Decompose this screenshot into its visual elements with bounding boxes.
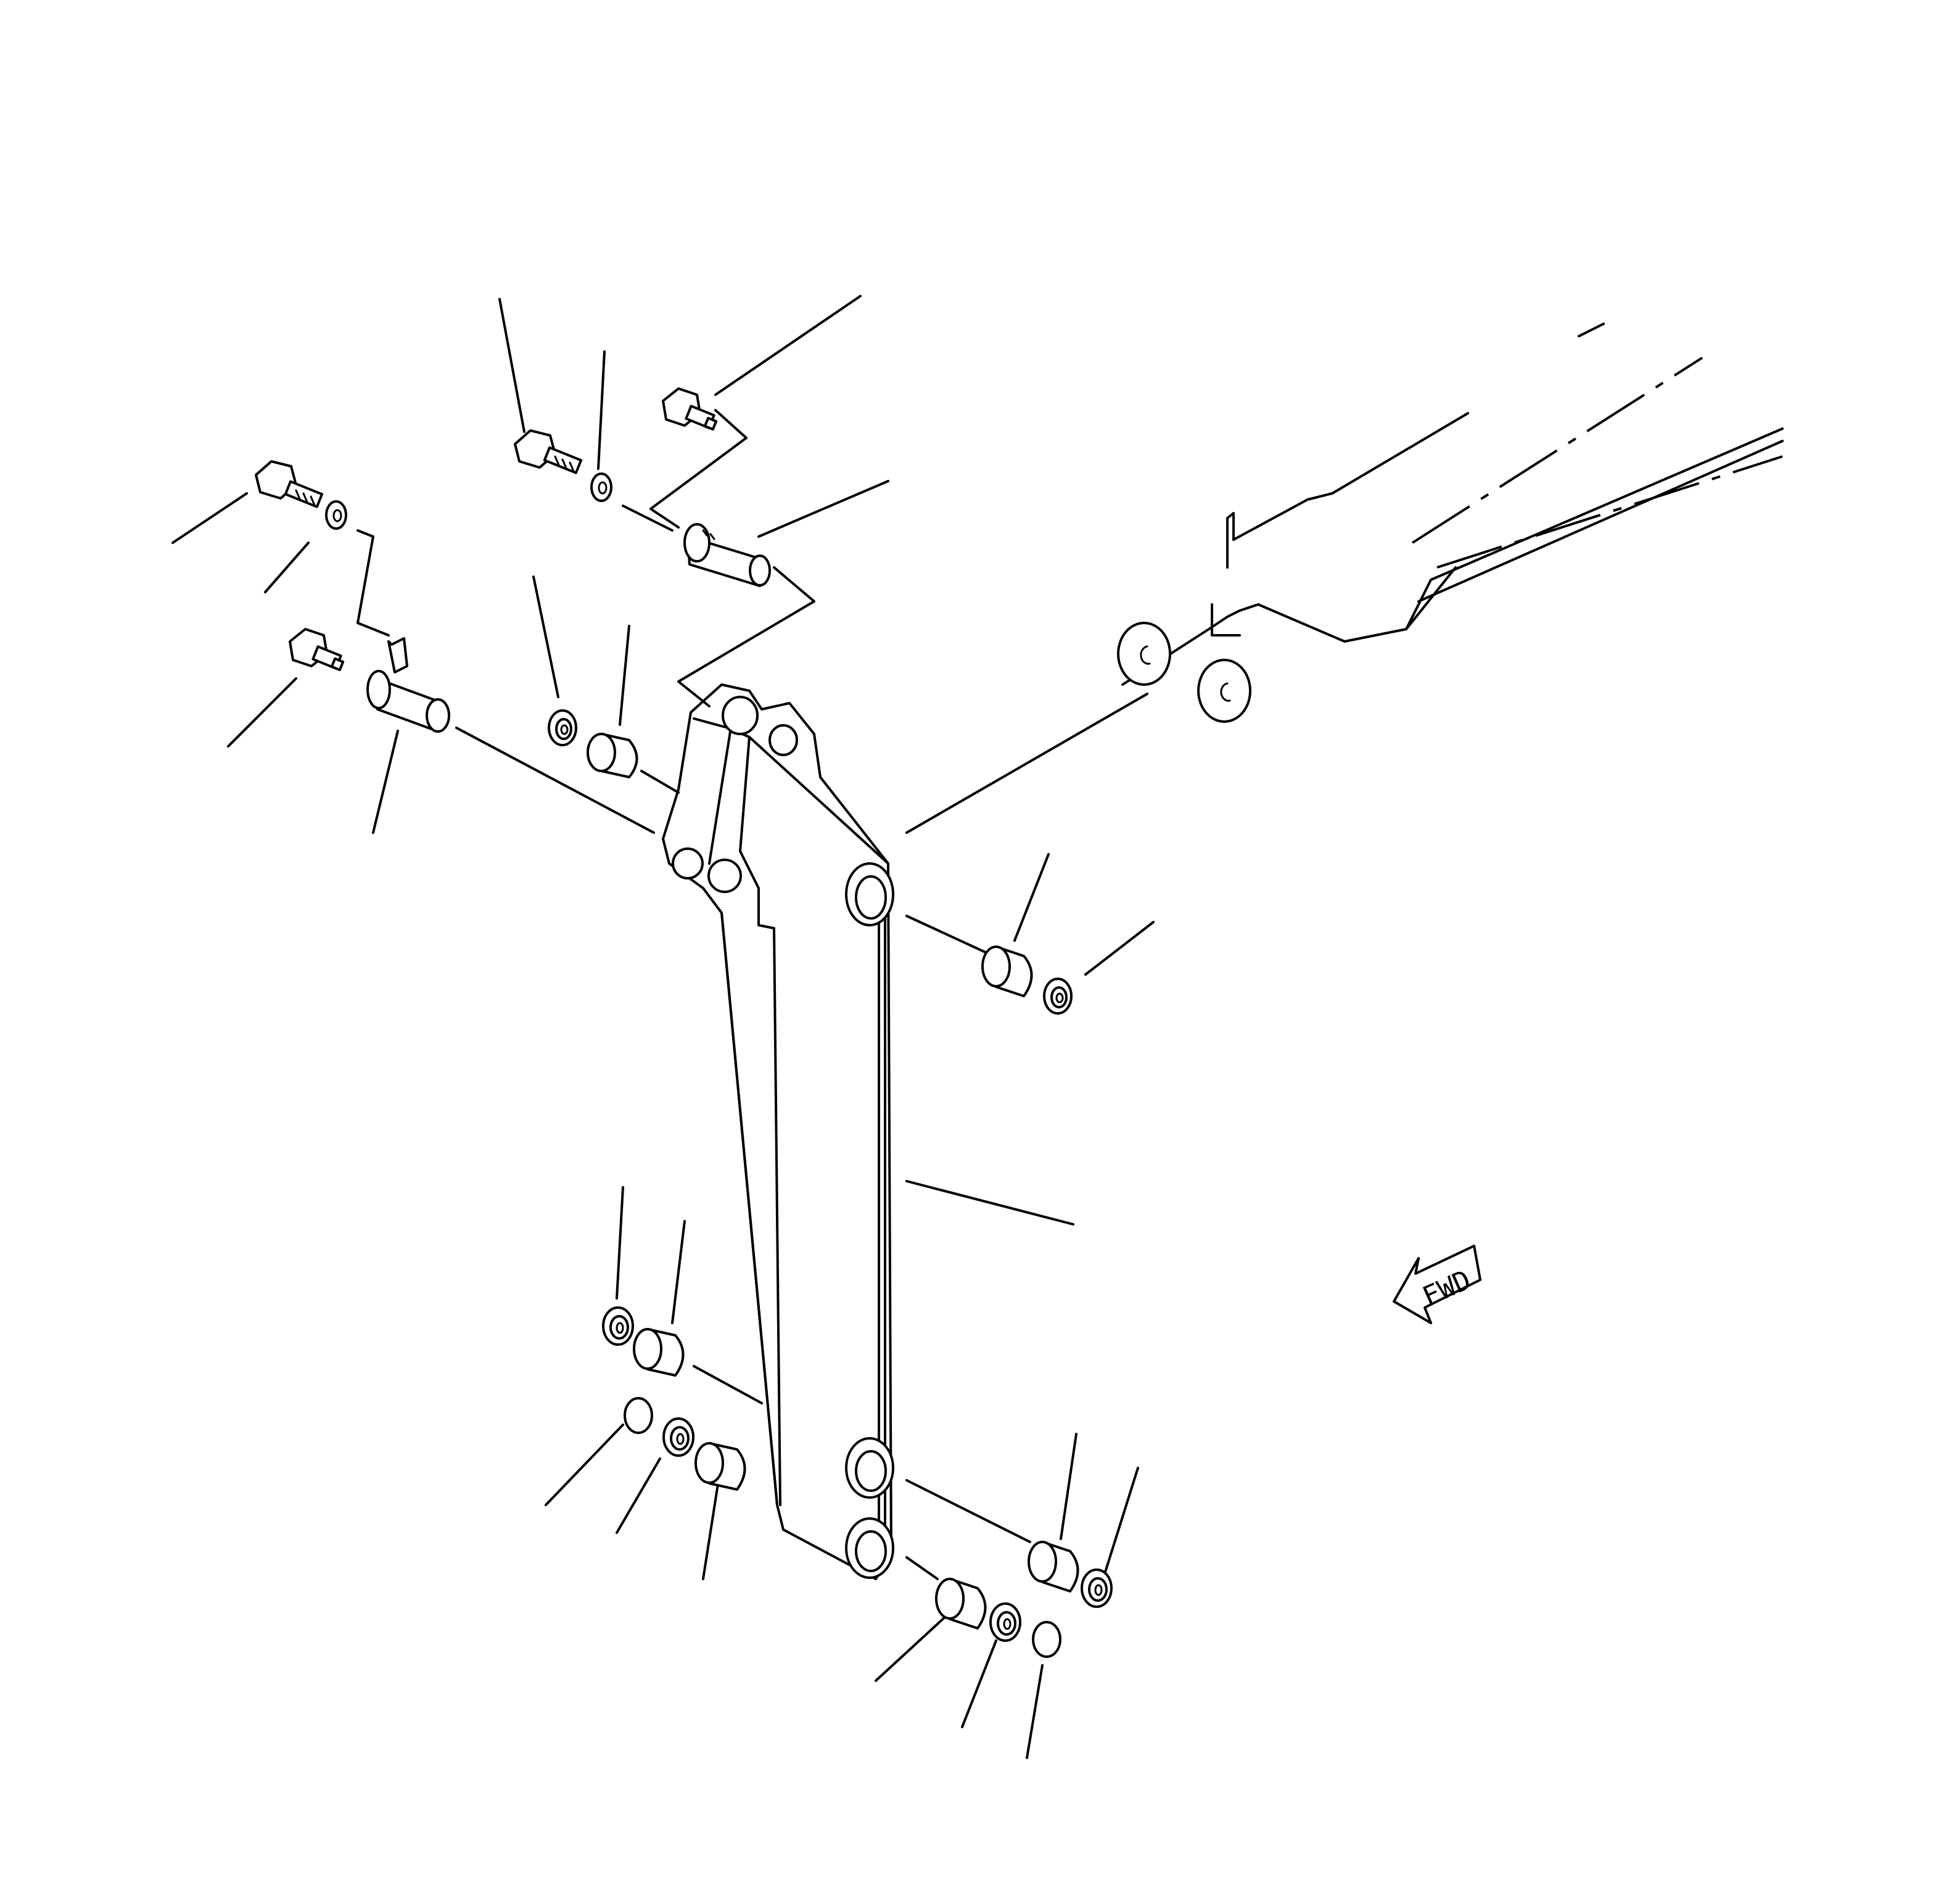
bolt-left bbox=[255, 460, 324, 508]
bushing-lower-right-2 bbox=[935, 1578, 987, 1630]
bolt-top bbox=[514, 429, 583, 474]
boom-assembly bbox=[1117, 323, 1784, 723]
grease-fitting-left bbox=[289, 628, 345, 672]
bushing-lower-right-1 bbox=[1028, 1541, 1079, 1593]
dust-seal-lower-right-2 bbox=[989, 1602, 1021, 1642]
dust-seal-right-middle bbox=[1043, 978, 1073, 1015]
forward-arrow-icon: FWD bbox=[1393, 1245, 1481, 1324]
grease-fitting-top bbox=[662, 387, 718, 431]
washer-top-hole bbox=[598, 481, 608, 495]
bushing-lower-left-2 bbox=[694, 1442, 746, 1491]
washer-top bbox=[590, 472, 612, 502]
bushing-right-middle bbox=[981, 946, 1033, 997]
pin-left bbox=[366, 637, 450, 733]
dust-seal-upper-left bbox=[548, 709, 577, 746]
pin-top bbox=[683, 523, 771, 587]
dust-seal-lower-left-2 bbox=[662, 1417, 694, 1457]
dust-seal-lower-right-1 bbox=[1081, 1568, 1113, 1608]
arm-body bbox=[662, 683, 894, 1580]
bushing-upper-left bbox=[587, 733, 638, 778]
o-ring-lower-right bbox=[1032, 1621, 1061, 1658]
washer-left-hole bbox=[332, 509, 342, 522]
bushing-lower-left-1 bbox=[633, 1328, 685, 1377]
dust-seal-lower-left-1 bbox=[602, 1306, 634, 1346]
leader-lines bbox=[171, 295, 1155, 1759]
o-ring-lower-left bbox=[624, 1397, 653, 1434]
washer-left bbox=[325, 500, 347, 530]
